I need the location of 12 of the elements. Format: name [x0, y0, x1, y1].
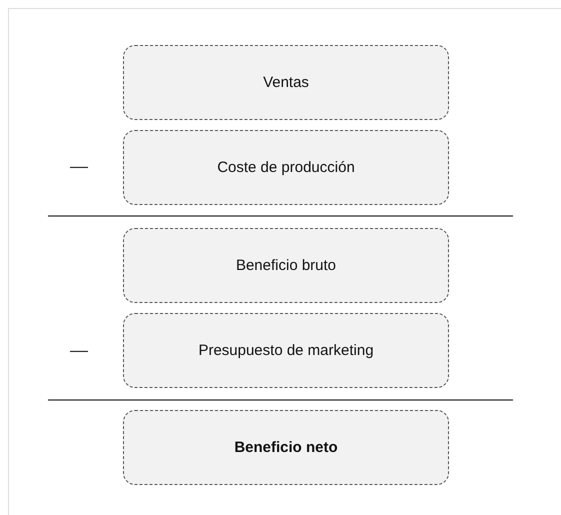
minus-sign: — — [70, 340, 88, 361]
item-text: Ventas — [263, 74, 309, 91]
item-box — [123, 228, 449, 303]
item-text: Beneficio bruto — [236, 257, 336, 274]
item-box — [123, 130, 449, 205]
item-text: Coste de producción — [217, 159, 355, 176]
item-box — [123, 313, 449, 388]
item-box — [123, 45, 449, 120]
item-box — [123, 410, 449, 485]
item-text: Beneficio neto — [234, 439, 338, 456]
minus-sign: — — [70, 156, 88, 177]
item-text: Presupuesto de marketing — [198, 342, 374, 359]
